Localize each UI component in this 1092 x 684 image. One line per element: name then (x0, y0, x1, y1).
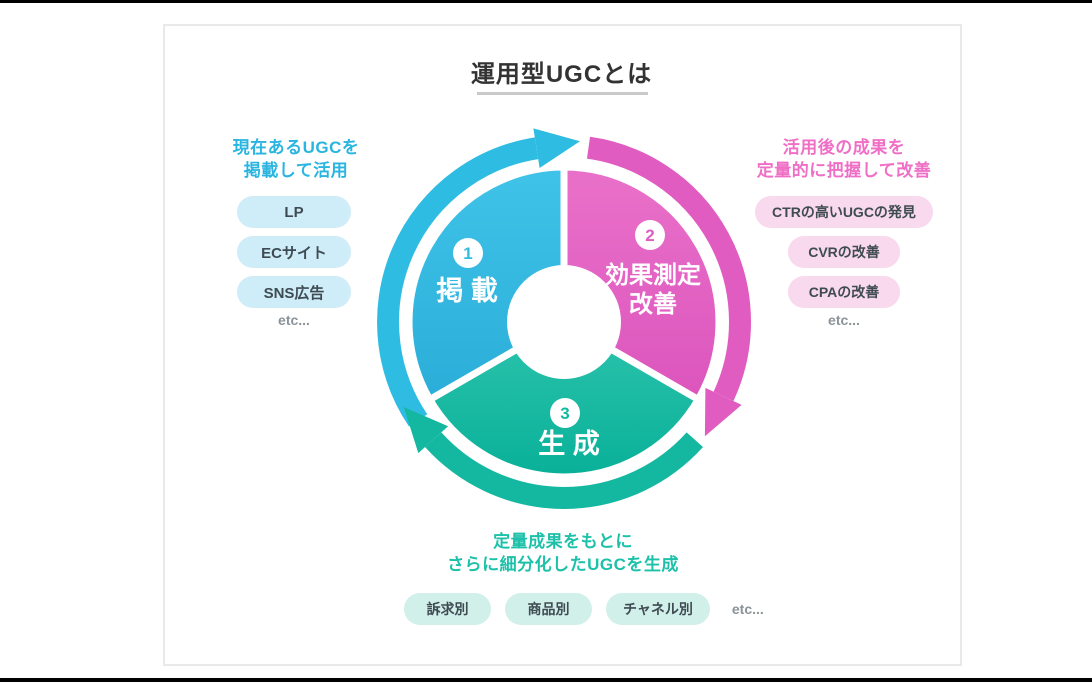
ugc-cycle-diagram: 1 掲 載 2 効果測定 改善 3 生 成 (377, 128, 751, 509)
cycle-arrow-arc-1 (377, 137, 539, 427)
pill-cpa: CPAの改善 (788, 276, 900, 308)
right-panel-pills: CTRの高いUGCの発見 CVRの改善 CPAの改善 (714, 196, 974, 308)
left-heading-line2: 掲載して活用 (243, 161, 349, 180)
page-title: 運用型UGCとは (470, 61, 653, 88)
top-black-bar (0, 0, 1092, 3)
step-2-label-line2: 改善 (629, 290, 677, 318)
right-etc: etc... (828, 312, 860, 328)
left-panel-pills: LP ECサイト SNS広告 (237, 196, 351, 308)
step-2-label-line1: 効果測定 (605, 261, 701, 289)
step-1-badge (453, 238, 483, 268)
bottom-heading-line2: さらに細分化したUGCを生成 (447, 555, 679, 574)
left-heading-line1: 現在あるUGCを (232, 138, 360, 157)
step-2-badge (635, 220, 665, 250)
pill-ec-site: ECサイト (237, 236, 351, 268)
pill-lp: LP (237, 196, 351, 228)
right-heading-line2: 定量的に把握して改善 (756, 161, 932, 180)
step-3-number: 3 (560, 404, 569, 423)
pill-by-appeal: 訴求別 (404, 593, 491, 625)
pill-ctr-ugc: CTRの高いUGCの発見 (755, 196, 933, 228)
bottom-panel-heading: 定量成果をもとに さらに細分化したUGCを生成 (413, 530, 713, 576)
bottom-etc: etc... (731, 601, 764, 617)
pill-sns-ads: SNS広告 (237, 276, 351, 308)
cycle-arrow-arc-3 (425, 432, 703, 509)
step-2-number: 2 (645, 226, 654, 245)
bottom-panel-pills: 訴求別 商品別 チャネル別 etc... (404, 593, 764, 625)
step-3-label: 生 成 (538, 429, 600, 459)
step-1-number: 1 (463, 244, 472, 263)
donut-hole (507, 265, 621, 379)
bottom-heading-line1: 定量成果をもとに (493, 532, 633, 551)
arrowhead-1-icon (533, 128, 580, 168)
step-1-label: 掲 載 (436, 276, 498, 306)
pill-by-channel: チャネル別 (606, 593, 710, 625)
right-panel-heading: 活用後の成果を 定量的に把握して改善 (714, 136, 974, 182)
arrowhead-3-icon (403, 407, 449, 454)
left-panel-heading: 現在あるUGCを 掲載して活用 (196, 136, 396, 182)
title-underline (477, 92, 648, 95)
step-3-badge (550, 398, 580, 428)
pill-cvr: CVRの改善 (788, 236, 900, 268)
cycle-arrow-arc-2 (586, 136, 751, 402)
right-heading-line1: 活用後の成果を (782, 138, 906, 157)
left-etc: etc... (278, 312, 310, 328)
pill-by-product: 商品別 (505, 593, 592, 625)
arrowhead-2-icon (704, 387, 742, 437)
bottom-black-bar (0, 678, 1092, 682)
